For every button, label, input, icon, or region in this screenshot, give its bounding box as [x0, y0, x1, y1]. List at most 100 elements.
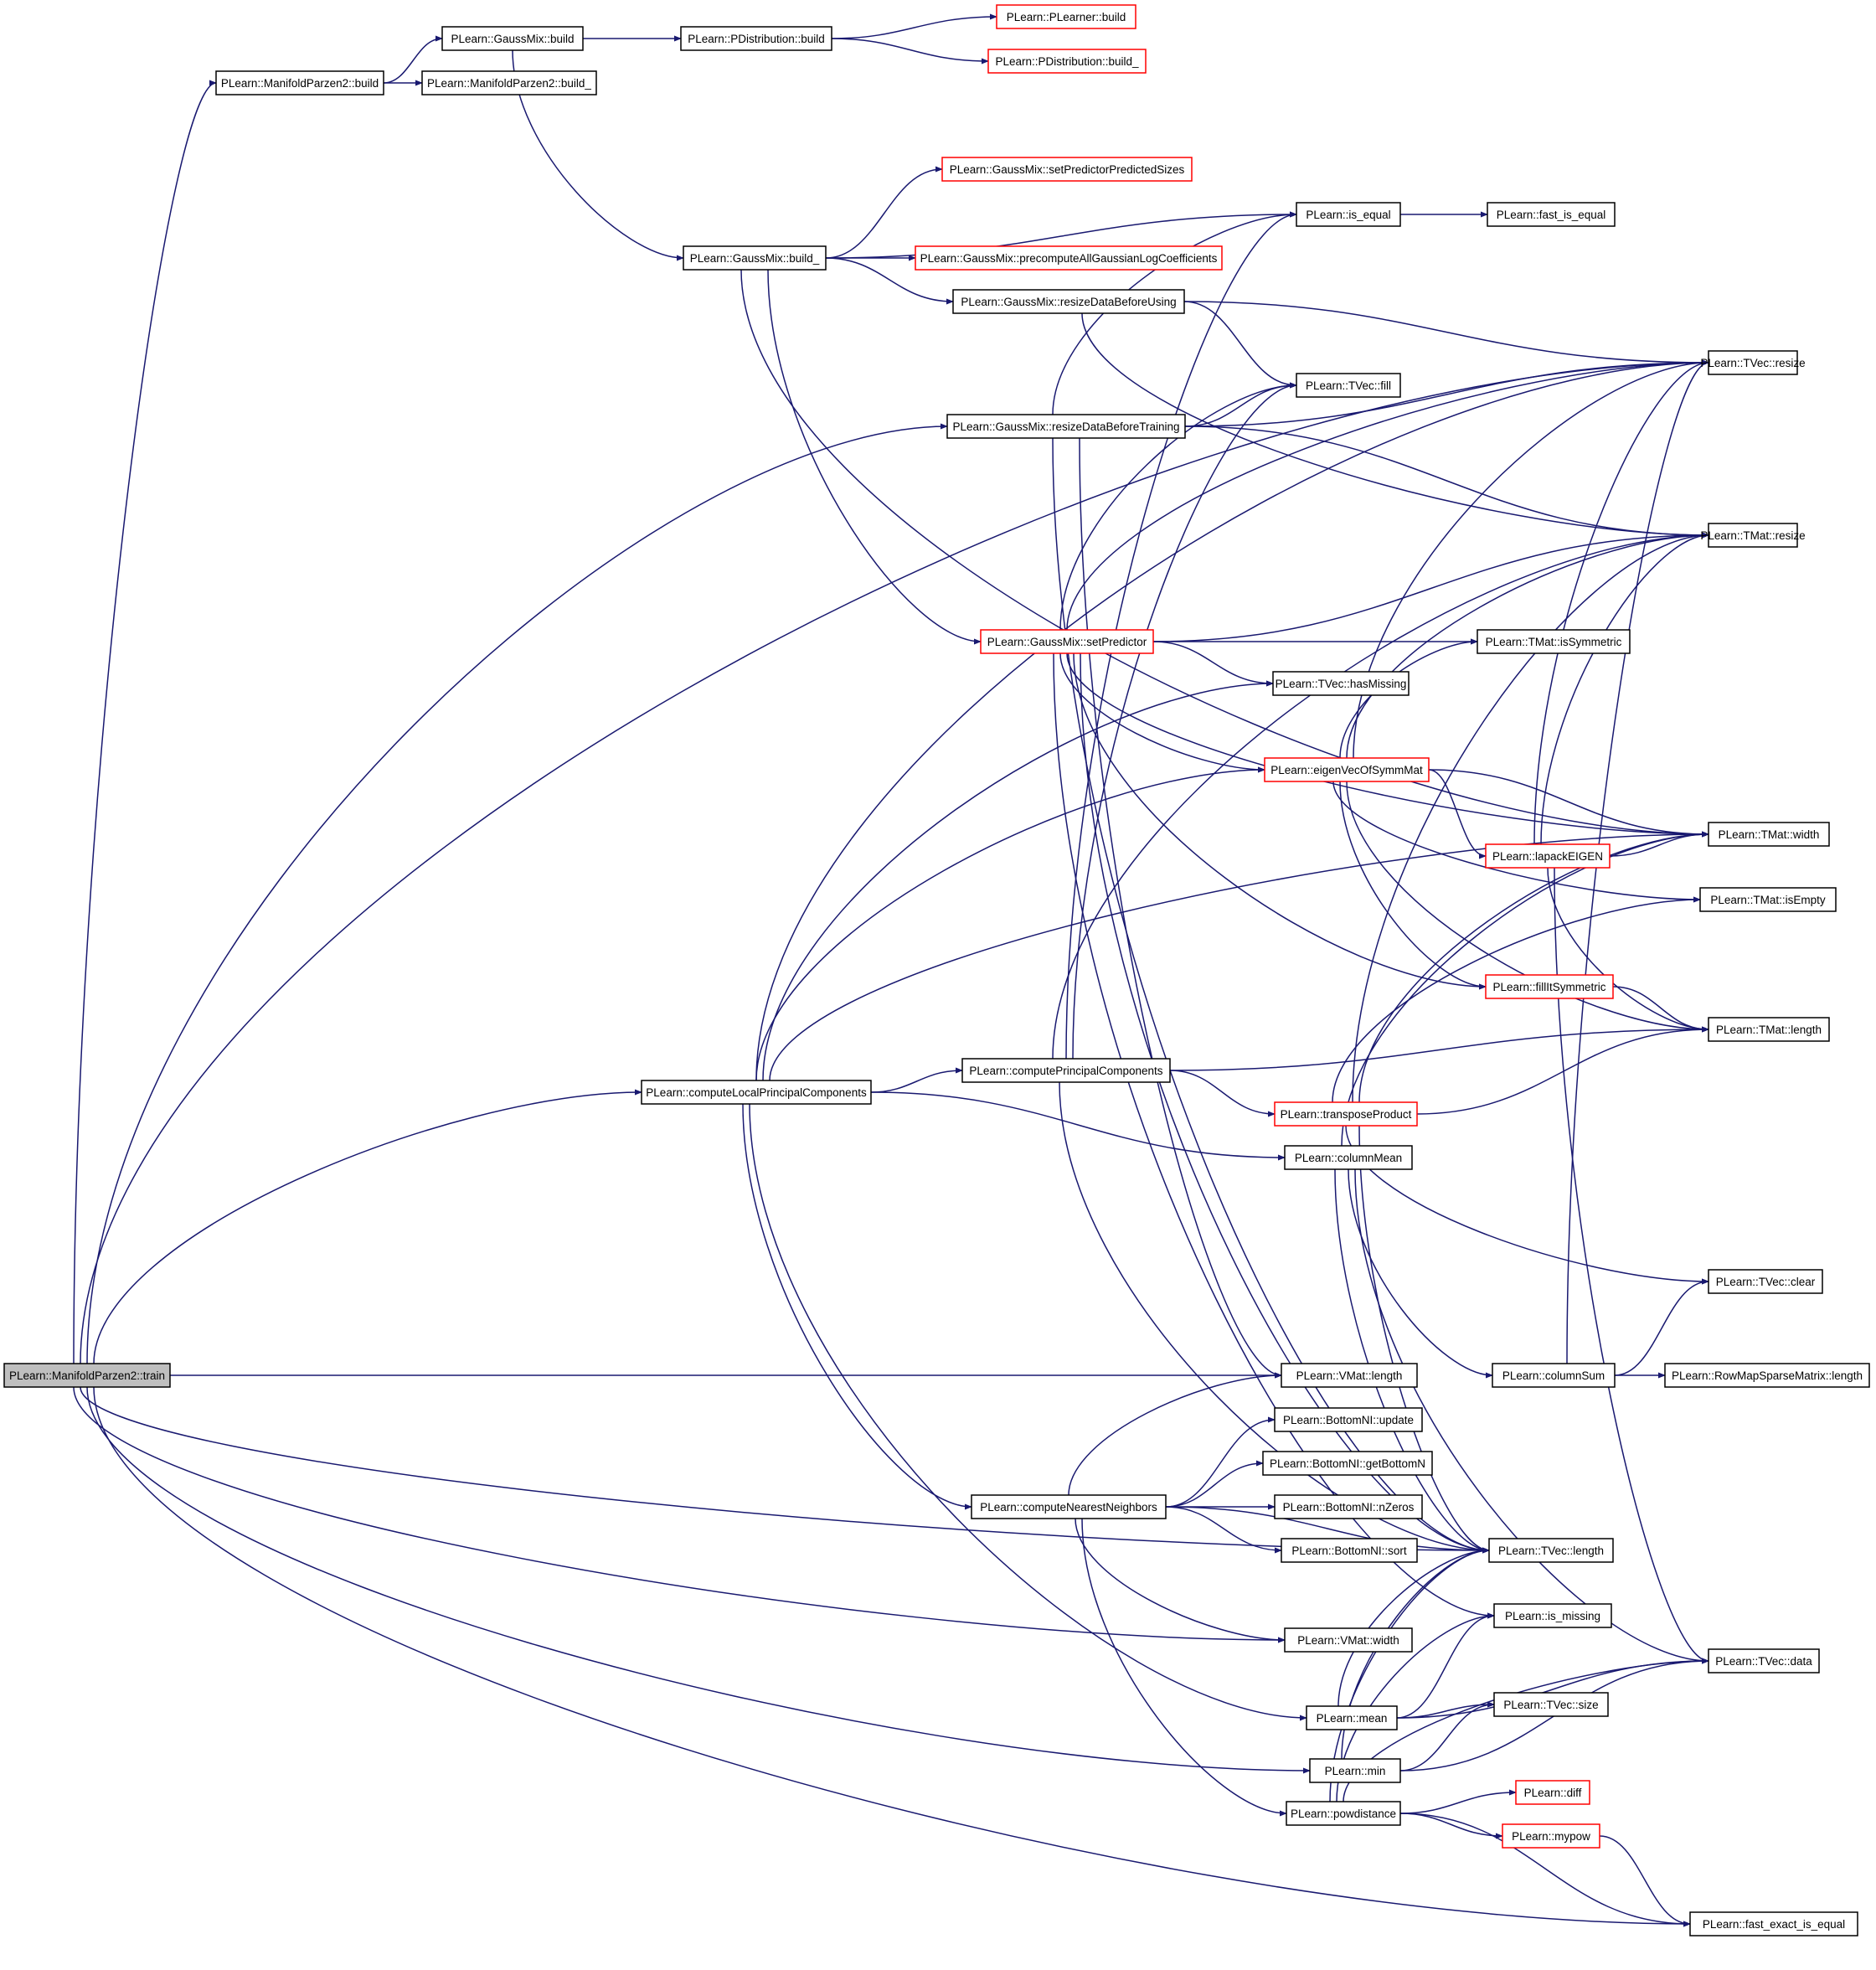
node-box[interactable] — [3, 1363, 171, 1388]
node-box[interactable] — [1286, 1801, 1401, 1826]
node-colsum[interactable]: PLearn::columnSum — [1492, 1363, 1616, 1388]
node-box[interactable] — [441, 26, 584, 51]
node-box[interactable] — [1708, 1648, 1820, 1673]
node-fillsym[interactable]: PLearn::fillItSymmetric — [1485, 974, 1614, 999]
node-box[interactable] — [915, 245, 1223, 271]
node-box[interactable] — [1284, 1145, 1413, 1170]
node-box[interactable] — [1296, 202, 1401, 227]
node-tvec-size[interactable]: PLearn::TVec::size — [1493, 1692, 1609, 1717]
node-gm-rdbt[interactable]: PLearn::GaussMix::resizeDataBeforeTraini… — [946, 414, 1186, 439]
node-box[interactable] — [215, 70, 384, 95]
node-box[interactable] — [1485, 843, 1611, 869]
node-box[interactable] — [1296, 373, 1401, 398]
node-box[interactable] — [1664, 1363, 1870, 1388]
node-tmat-length[interactable]: PLearn::TMat::length — [1708, 1017, 1830, 1042]
node-box[interactable] — [952, 289, 1185, 314]
node-box[interactable] — [987, 49, 1147, 74]
node-rmsm-length[interactable]: PLearn::RowMapSparseMatrix::length — [1664, 1363, 1870, 1388]
node-box[interactable] — [421, 70, 597, 95]
node-tvec-clear[interactable]: PLearn::TVec::clear — [1708, 1269, 1823, 1294]
node-box[interactable] — [1708, 1017, 1830, 1042]
node-vmat-width[interactable]: PLearn::VMat::width — [1284, 1627, 1413, 1653]
node-box[interactable] — [1493, 1603, 1612, 1628]
node-box[interactable] — [1264, 757, 1430, 782]
node-gm-rdbu[interactable]: PLearn::GaussMix::resizeDataBeforeUsing — [952, 289, 1185, 314]
node-gm-setpred[interactable]: PLearn::GaussMix::setPredictor — [980, 629, 1154, 654]
node-powdist[interactable]: PLearn::powdistance — [1286, 1801, 1401, 1826]
node-box[interactable] — [1272, 671, 1410, 696]
node-complpc[interactable]: PLearn::computeLocalPrincipalComponents — [641, 1080, 872, 1105]
node-bn-update[interactable]: PLearn::BottomNI::update — [1274, 1407, 1423, 1432]
node-eigvec[interactable]: PLearn::eigenVecOfSymmMat — [1264, 757, 1430, 782]
node-box[interactable] — [941, 157, 1193, 182]
node-box[interactable] — [1708, 350, 1798, 375]
node-box[interactable] — [1262, 1451, 1433, 1476]
node-box[interactable] — [641, 1080, 872, 1105]
node-gm-setpps[interactable]: PLearn::GaussMix::setPredictorPredictedS… — [941, 157, 1193, 182]
node-box[interactable] — [1708, 1269, 1823, 1294]
node-box[interactable] — [1699, 887, 1837, 912]
node-box[interactable] — [1477, 629, 1631, 654]
node-transprod[interactable]: PLearn::transposeProduct — [1274, 1101, 1418, 1127]
node-box[interactable] — [1708, 523, 1798, 548]
node-box[interactable] — [980, 629, 1154, 654]
node-colmean[interactable]: PLearn::columnMean — [1284, 1145, 1413, 1170]
node-compnn[interactable]: PLearn::computeNearestNeighbors — [971, 1494, 1167, 1519]
node-lapack[interactable]: PLearn::lapackEIGEN — [1485, 843, 1611, 869]
node-is-missing[interactable]: PLearn::is_missing — [1493, 1603, 1612, 1628]
node-tvec-length[interactable]: PLearn::TVec::length — [1488, 1538, 1614, 1563]
node-tvec-data[interactable]: PLearn::TVec::data — [1708, 1648, 1820, 1673]
node-gm-precomp[interactable]: PLearn::GaussMix::precomputeAllGaussianL… — [915, 245, 1223, 271]
node-bn-nzeros[interactable]: PLearn::BottomNI::nZeros — [1274, 1494, 1423, 1519]
node-box[interactable] — [680, 26, 832, 51]
node-pd-build-[interactable]: PLearn::PDistribution::build_ — [987, 49, 1147, 74]
node-tmat-isempty[interactable]: PLearn::TMat::isEmpty — [1699, 887, 1837, 912]
node-box[interactable] — [1689, 1911, 1858, 1936]
node-box[interactable] — [1502, 1823, 1600, 1849]
node-box[interactable] — [1487, 202, 1616, 227]
node-fast-exact[interactable]: PLearn::fast_exact_is_equal — [1689, 1911, 1858, 1936]
node-vmat-length[interactable]: PLearn::VMat::length — [1281, 1363, 1418, 1388]
node-pl-build[interactable]: PLearn::PLearner::build — [996, 4, 1136, 29]
node-box[interactable] — [1493, 1692, 1609, 1717]
node-box[interactable] — [996, 4, 1136, 29]
node-box[interactable] — [1274, 1494, 1423, 1519]
node-box[interactable] — [1281, 1538, 1418, 1563]
node-box[interactable] — [1708, 822, 1830, 847]
node-fast-is-equal[interactable]: PLearn::fast_is_equal — [1487, 202, 1616, 227]
node-box[interactable] — [1284, 1627, 1413, 1653]
node-box[interactable] — [1306, 1705, 1398, 1730]
node-min[interactable]: PLearn::min — [1309, 1758, 1401, 1783]
node-mypow[interactable]: PLearn::mypow — [1502, 1823, 1600, 1849]
node-diff[interactable]: PLearn::diff — [1515, 1780, 1590, 1805]
node-is-equal[interactable]: PLearn::is_equal — [1296, 202, 1401, 227]
node-box[interactable] — [971, 1494, 1167, 1519]
node-box[interactable] — [1515, 1780, 1590, 1805]
node-tvec-hasmiss[interactable]: PLearn::TVec::hasMissing — [1272, 671, 1410, 696]
node-mp2-build-[interactable]: PLearn::ManifoldParzen2::build_ — [421, 70, 597, 95]
node-box[interactable] — [1488, 1538, 1614, 1563]
node-gm-build[interactable]: PLearn::GaussMix::build — [441, 26, 584, 51]
node-box[interactable] — [1309, 1758, 1401, 1783]
node-tvec-fill[interactable]: PLearn::TVec::fill — [1296, 373, 1401, 398]
node-mean[interactable]: PLearn::mean — [1306, 1705, 1398, 1730]
node-pd-build[interactable]: PLearn::PDistribution::build — [680, 26, 832, 51]
node-comppc[interactable]: PLearn::computePrincipalComponents — [961, 1058, 1171, 1083]
node-mp2-build[interactable]: PLearn::ManifoldParzen2::build — [215, 70, 384, 95]
node-box[interactable] — [1274, 1407, 1423, 1432]
node-tvec-resize[interactable]: PLearn::TVec::resize — [1700, 350, 1806, 375]
node-bn-getbottom[interactable]: PLearn::BottomNI::getBottomN — [1262, 1451, 1433, 1476]
node-box[interactable] — [946, 414, 1186, 439]
node-bn-sort[interactable]: PLearn::BottomNI::sort — [1281, 1538, 1418, 1563]
node-train[interactable]: PLearn::ManifoldParzen2::train — [3, 1363, 171, 1388]
node-gm-build-[interactable]: PLearn::GaussMix::build_ — [683, 245, 827, 271]
node-box[interactable] — [961, 1058, 1171, 1083]
node-box[interactable] — [1485, 974, 1614, 999]
node-box[interactable] — [1281, 1363, 1418, 1388]
node-box[interactable] — [683, 245, 827, 271]
node-box[interactable] — [1274, 1101, 1418, 1127]
node-tmat-issym[interactable]: PLearn::TMat::isSymmetric — [1477, 629, 1631, 654]
node-tmat-resize[interactable]: PLearn::TMat::resize — [1700, 523, 1806, 548]
node-box[interactable] — [1492, 1363, 1616, 1388]
node-tmat-width[interactable]: PLearn::TMat::width — [1708, 822, 1830, 847]
